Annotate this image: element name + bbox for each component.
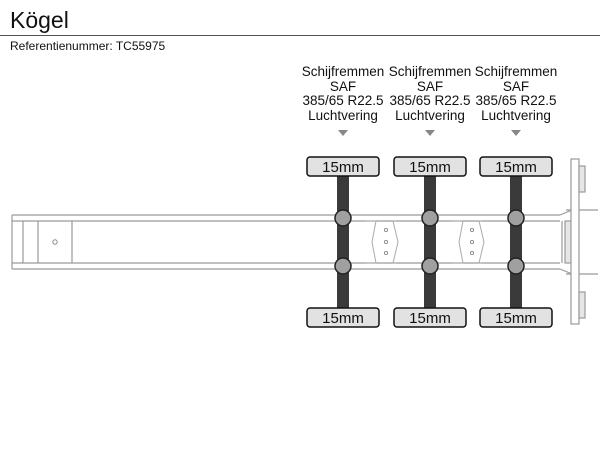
axle-3-shaft — [510, 176, 522, 308]
axle-1-tire-size: 385/65 R22.5 — [302, 93, 384, 108]
axle-1-shaft — [337, 176, 349, 308]
axle-2-bottom-tread: 15mm — [409, 310, 451, 327]
axle-2-hub-top — [421, 209, 439, 227]
axle-2-brand: SAF — [416, 78, 444, 94]
axle-2-tire-size: 385/65 R22.5 — [389, 93, 471, 108]
axle-1-brand: SAF — [329, 78, 357, 94]
axle-3-top-tread: 15mm — [495, 159, 537, 176]
axle-2-shaft — [424, 176, 436, 308]
axle-3-top-tire — [479, 156, 553, 177]
axle-3-bottom-tire — [479, 307, 553, 328]
axle-2-brake: Schijfremmen — [388, 64, 472, 79]
axle-2-hub-bottom — [421, 257, 439, 275]
cross-member-holes — [383, 227, 475, 256]
axle-3-hub-top — [507, 209, 525, 227]
axle-3-marker — [511, 130, 521, 136]
kingpin-mark — [52, 239, 58, 245]
axle-3: 15mm 15mm — [479, 156, 553, 328]
axle-2: 15mm 15mm — [393, 156, 467, 328]
reference-number: Referentienummer: TC55975 — [10, 39, 166, 53]
axle-1-bottom-tire — [306, 307, 380, 328]
axle-1: 15mm 15mm — [306, 156, 380, 328]
axle-3-label: Schijfremmen SAF 385/65 R22.5 Luchtverin… — [471, 64, 561, 123]
axle-1-hub-bottom — [334, 257, 352, 275]
axle-3-bottom-tread: 15mm — [495, 310, 537, 327]
title-divider — [0, 35, 600, 36]
axle-2-bottom-tire — [393, 307, 467, 328]
axle-3-brake: Schijfremmen — [474, 64, 558, 79]
axle-2-suspension: Luchtvering — [395, 107, 465, 123]
axle-1-hub-top — [334, 209, 352, 227]
page-title: Kögel — [10, 7, 69, 33]
axle-2-top-tire — [393, 156, 467, 177]
axle-1-marker — [338, 130, 348, 136]
rear-end — [559, 158, 598, 325]
axle-1-label: Schijfremmen SAF 385/65 R22.5 Luchtverin… — [298, 64, 388, 123]
axle-3-suspension: Luchtvering — [481, 107, 551, 123]
axle-1-top-tread: 15mm — [322, 159, 364, 176]
cross-members — [365, 220, 485, 264]
axle-2-marker — [425, 130, 435, 136]
axle-2-label: Schijfremmen SAF 385/65 R22.5 Luchtverin… — [385, 64, 475, 123]
chassis-frame — [11, 214, 560, 270]
axle-3-tire-size: 385/65 R22.5 — [475, 93, 557, 108]
axle-3-hub-bottom — [507, 257, 525, 275]
axle-1-brake: Schijfremmen — [301, 64, 385, 79]
axle-2-top-tread: 15mm — [409, 159, 451, 176]
axle-1-top-tire — [306, 156, 380, 177]
axle-1-bottom-tread: 15mm — [322, 310, 364, 327]
axle-1-suspension: Luchtvering — [308, 107, 378, 123]
axle-3-brand: SAF — [502, 78, 530, 94]
